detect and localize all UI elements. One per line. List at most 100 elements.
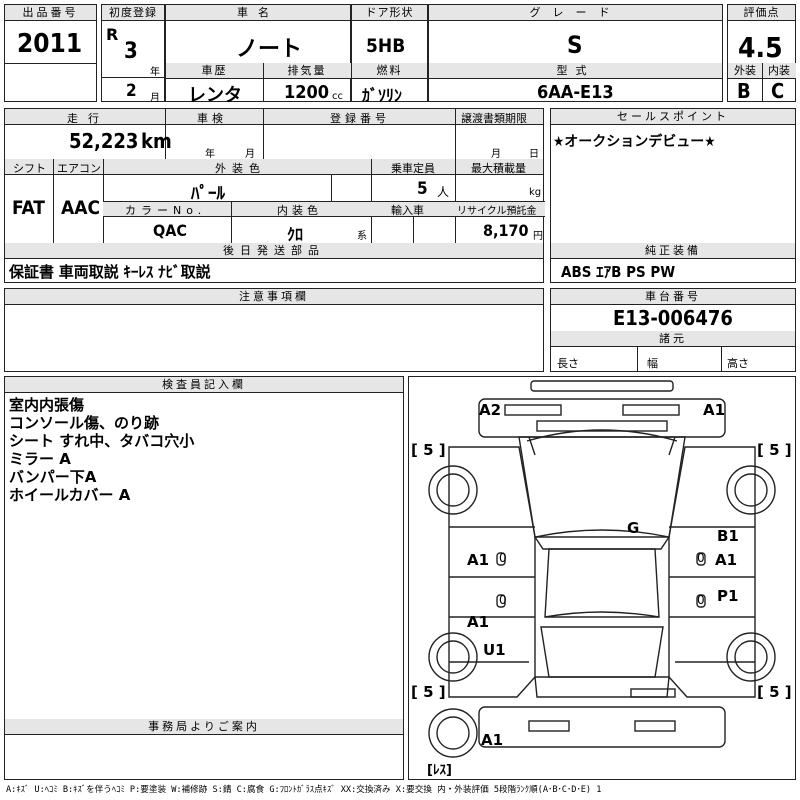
spare-tire: [ﾚｽ] (427, 763, 452, 778)
note-line: 室内内張傷 (9, 396, 85, 414)
model-value: 6AA-E13 (537, 82, 614, 103)
damage-mark: U1 (483, 641, 506, 659)
legend: A:ｷｽﾞ U:ﾍｺﾐ B:ｷｽﾞを伴うﾍｺﾐ P:要塗装 W:補修跡 S:錆 … (6, 785, 602, 795)
capacity-unit: 人 (437, 185, 450, 199)
recycle-label: リサイクル預託金 (457, 206, 537, 217)
length-label: 長さ (557, 357, 579, 370)
parts-value: 保証書 車両取説 ｷｰﾚｽ ﾅﾋﾞ取説 (9, 263, 211, 281)
history-label: 車歴 (166, 63, 263, 79)
caution-box: 注意事項欄 (4, 288, 544, 372)
sales-point-box: セールスポイント ★オークションデビュー★ 純正装備 ABS ｴｱB PS PW (550, 108, 796, 283)
mileage-unit: km (141, 129, 172, 153)
lot-number: 2011 (17, 29, 83, 59)
displacement-label: 排気量 (263, 63, 351, 79)
damage-mark: A1 (467, 613, 490, 631)
car-name-label: 車名 (166, 5, 350, 21)
office-label: 事務局よりご案内 (5, 719, 403, 735)
equipment-value: ABS ｴｱB PS PW (561, 263, 676, 281)
damage-mark: A1 (715, 551, 738, 569)
note-line: バンパー下A (9, 468, 97, 486)
interior-grade: C (771, 79, 785, 103)
history-value: レンタ (188, 85, 242, 106)
mileage-value: 52,223 (69, 129, 139, 153)
parts-label: 後日発送部品 (5, 243, 543, 259)
damage-mark: A1 (481, 731, 504, 749)
fuel-value: ｶﾞｿﾘﾝ (362, 86, 403, 105)
shift-value: FAT (12, 197, 45, 219)
door-box: ドア形状 5HB 燃料 ｶﾞｿﾘﾝ (351, 4, 428, 105)
damage-mark: P1 (717, 587, 739, 605)
car-name-box: 車名 ノート 車歴 排気量 レンタ 1200 cc (165, 4, 351, 106)
color-no-label: カラーNo. (125, 204, 207, 217)
grade-box: グレード S 型式 6AA-E13 (428, 4, 723, 103)
mileage-label: 走行 (67, 112, 109, 125)
inspector-notes: 室内内張傷 コンソール傷、のり跡 シート すれ中、タバコ穴小 ミラー A バンパ… (9, 396, 194, 504)
max-load-unit: kg (529, 187, 542, 198)
height-label: 高さ (727, 357, 749, 370)
note-line: シート すれ中、タバコ穴小 (9, 432, 195, 450)
grade-label: グレード (429, 5, 722, 21)
damage-mark: A2 (479, 401, 502, 419)
int-color-value: ｸﾛ (287, 225, 304, 244)
chassis-value: E13-006476 (613, 306, 733, 330)
damage-mark: B1 (717, 527, 739, 545)
first-reg-label: 初度登録 (102, 5, 164, 21)
transfer-month-unit: 月 (491, 149, 501, 160)
car-name: ノート (236, 37, 303, 62)
sales-point-value: ★オークションデビュー★ (553, 134, 716, 150)
damage-mark: A1 (467, 551, 490, 569)
interior-label: 内装 (762, 63, 796, 79)
inspection-year-unit: 年 (205, 149, 215, 160)
note-line: ミラー A (9, 450, 71, 468)
tire-rear-right: [ 5 ] (757, 683, 792, 701)
reg-month: 2 (126, 81, 137, 101)
score-label: 評価点 (728, 5, 795, 21)
shift-label: シフト (13, 162, 46, 175)
reg-year: 3 (124, 39, 138, 64)
door-value: 5HB (366, 35, 406, 57)
inspector-label: 検査員記入欄 (5, 377, 403, 393)
month-unit: 月 (150, 93, 160, 104)
equipment-label: 純正装備 (551, 243, 795, 259)
note-line: コンソール傷、のり跡 (9, 414, 160, 432)
capacity-label: 乗車定員 (391, 162, 435, 175)
grade-value: S (567, 31, 583, 59)
tire-rear-left: [ 5 ] (411, 683, 446, 701)
reg-no-label: 登録番号 (330, 112, 390, 125)
inspector-box: 検査員記入欄 室内内張傷 コンソール傷、のり跡 シート すれ中、タバコ穴小 ミラ… (4, 376, 404, 780)
max-load-label: 最大積載量 (471, 162, 526, 175)
note-line: ホイールカバー A (9, 486, 131, 504)
ac-value: AAC (61, 197, 101, 219)
width-label: 幅 (647, 357, 658, 370)
chassis-label: 車台番号 (551, 289, 795, 305)
tire-front-left: [ 5 ] (411, 441, 446, 459)
zero-mark: 0 (499, 551, 507, 565)
lot-label: 出品番号 (5, 5, 96, 21)
displacement-unit: cc (332, 91, 343, 102)
transfer-day-unit: 日 (529, 149, 539, 160)
exterior-grade: B (737, 79, 751, 103)
model-label: 型式 (429, 63, 722, 79)
inspection-month-unit: 月 (245, 149, 255, 160)
car-diagram: A2 A1 G B1 A1 A1 P1 A1 U1 A1 0 0 0 0 [ 5… (408, 376, 796, 780)
first-registration-box: 初度登録 R 3 年 2 月 (101, 4, 165, 104)
specs-label: 諸元 (551, 331, 795, 347)
recycle-unit: 円 (533, 231, 543, 242)
ext-color-label: 外装色 (215, 162, 266, 175)
transfer-label: 譲渡書類期限 (461, 112, 527, 125)
era-mark: R (106, 25, 119, 44)
lot-box: 出品番号 2011 (4, 4, 97, 102)
zero-mark: 0 (697, 551, 705, 565)
inspection-label: 車検 (197, 112, 227, 125)
zero-mark: 0 (499, 593, 507, 607)
ac-label: エアコン (57, 162, 101, 175)
damage-mark: A1 (703, 401, 726, 419)
sales-point-label: セールスポイント (551, 109, 795, 125)
color-no-value: QAC (153, 221, 187, 240)
exterior-label: 外装 (728, 63, 762, 79)
chassis-box: 車台番号 E13-006476 諸元 長さ 幅 高さ (550, 288, 796, 372)
int-color-label: 内装色 (277, 204, 322, 217)
import-label: 輸入車 (391, 204, 424, 217)
fuel-label: 燃料 (352, 63, 427, 79)
ext-color-value: ﾊﾟｰﾙ (191, 184, 225, 204)
